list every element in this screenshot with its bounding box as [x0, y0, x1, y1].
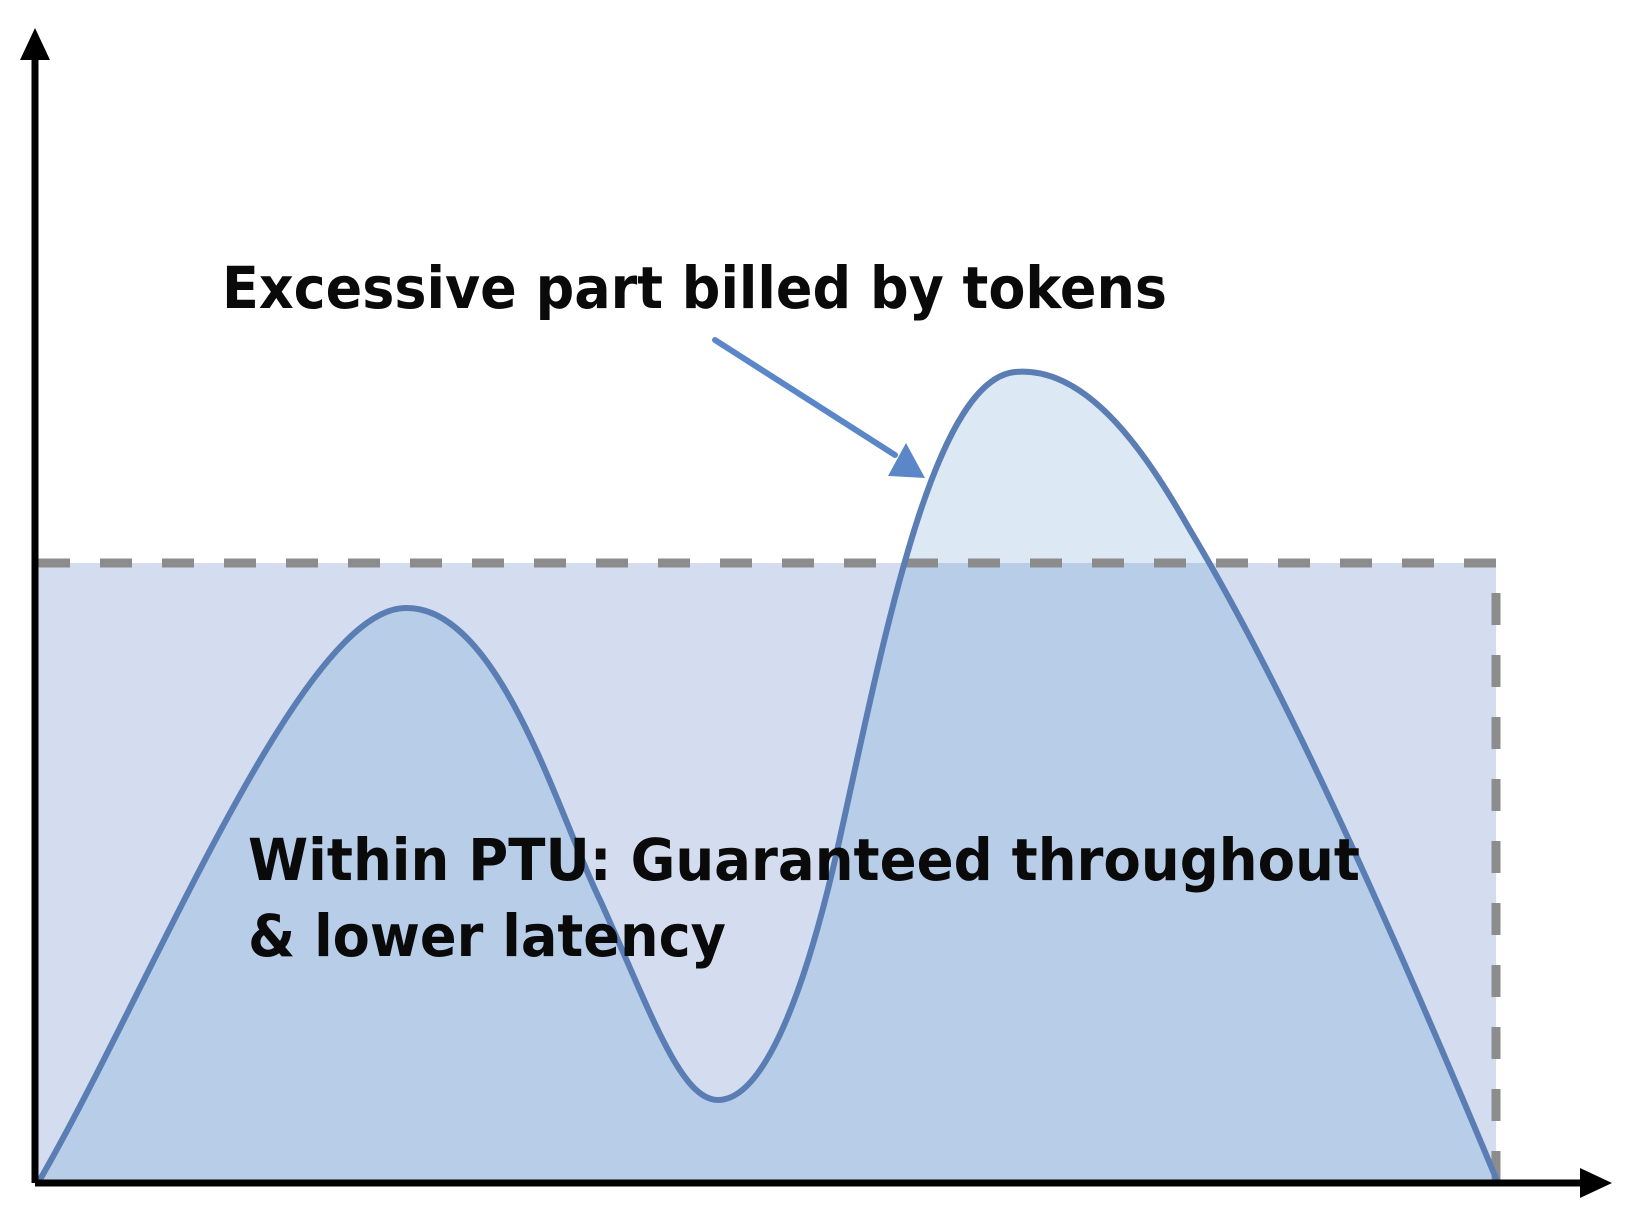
usage-curve-fill-within — [38, 563, 1498, 1183]
callout-arrow-line — [712, 337, 898, 458]
usage-curve — [35, 368, 1501, 1186]
callout-arrowhead — [888, 443, 925, 478]
usage-curve-fill-excess — [904, 371, 1210, 563]
ptu-boundary-dashed-line — [38, 558, 1501, 1183]
within-ptu-label-line1: Within PTU: Guaranteed throughout — [248, 826, 1360, 894]
x-axis-arrowhead — [1580, 1168, 1612, 1198]
within-ptu-label-line2: & lower latency — [248, 902, 726, 970]
y-axis-arrowhead — [20, 28, 50, 60]
excess-label: Excessive part billed by tokens — [222, 254, 1167, 322]
